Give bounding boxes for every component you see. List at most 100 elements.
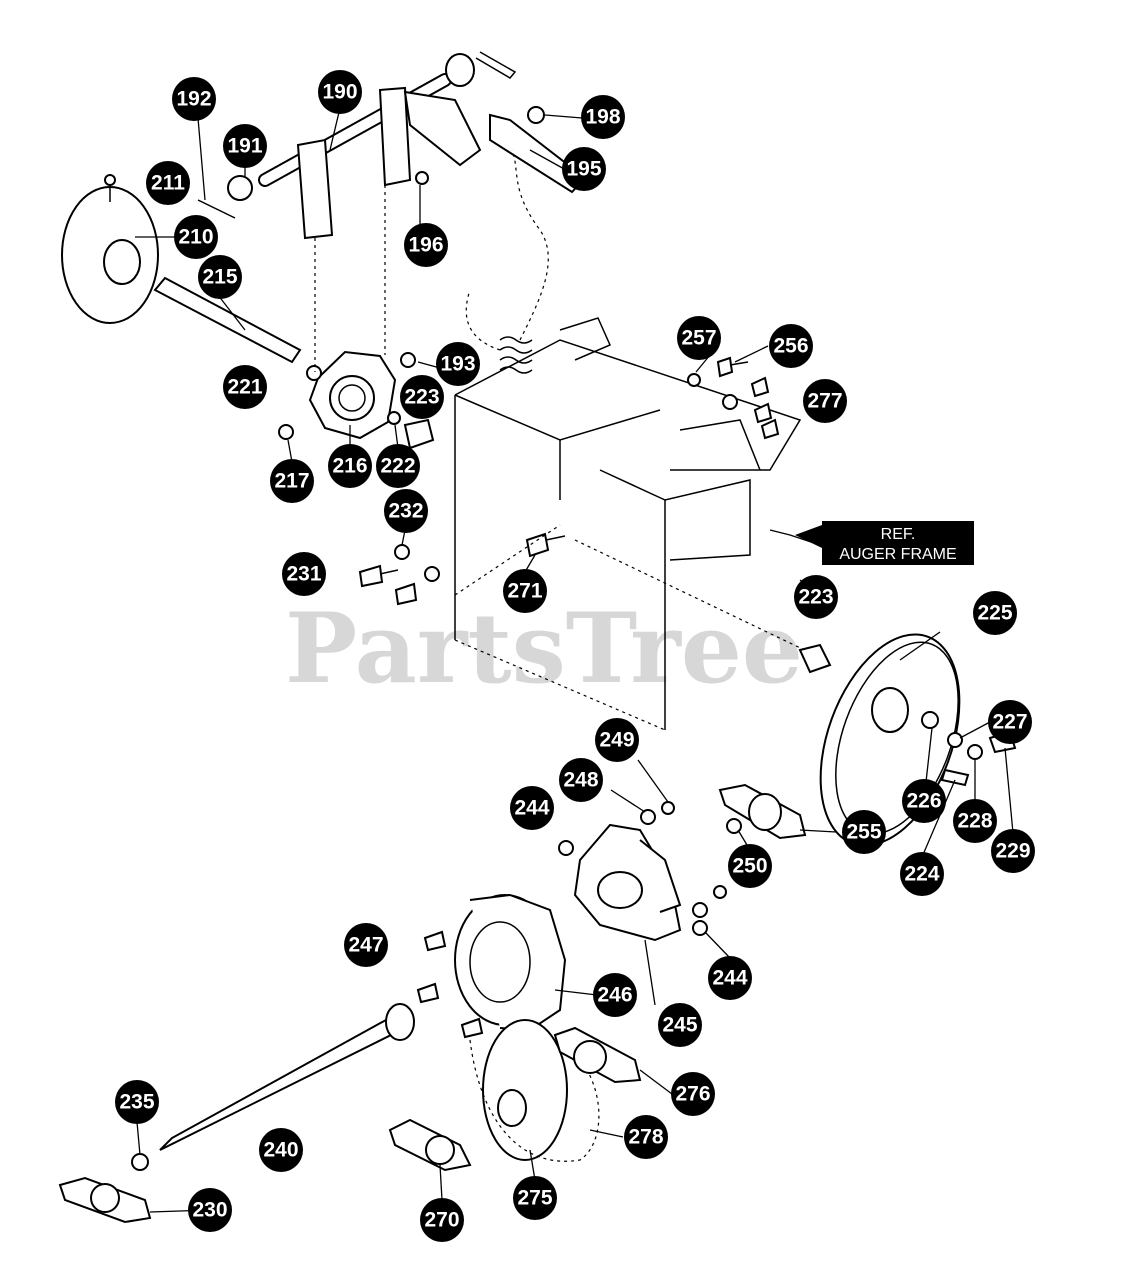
friction-disc-210 xyxy=(61,174,159,324)
svg-text:211: 211 xyxy=(151,172,185,195)
flange-276 xyxy=(553,1026,642,1084)
callout-227: 227 xyxy=(988,700,1032,744)
callout-196: 196 xyxy=(404,223,448,267)
svg-text:223: 223 xyxy=(798,586,833,609)
svg-text:240: 240 xyxy=(263,1139,298,1162)
svg-text:223: 223 xyxy=(404,386,439,409)
svg-text:248: 248 xyxy=(563,769,598,792)
svg-text:271: 271 xyxy=(507,580,542,603)
svg-text:196: 196 xyxy=(408,234,443,257)
callout-195: 195 xyxy=(562,147,606,191)
callout-248: 248 xyxy=(559,758,603,802)
callout-245: 245 xyxy=(658,1003,702,1047)
callout-278: 278 xyxy=(624,1115,668,1159)
svg-text:225: 225 xyxy=(977,602,1012,625)
svg-text:276: 276 xyxy=(675,1083,710,1106)
callout-271: 271 xyxy=(503,569,547,613)
bolts-247 xyxy=(416,930,484,1039)
svg-text:226: 226 xyxy=(906,790,941,813)
callout-223-lower: 223 xyxy=(794,575,838,619)
reference-label-line2: AUGER FRAME xyxy=(839,546,956,563)
callout-232: 232 xyxy=(384,489,428,533)
svg-text:221: 221 xyxy=(227,376,262,399)
svg-text:224: 224 xyxy=(904,863,939,886)
callout-210: 210 xyxy=(174,215,218,259)
callout-256: 256 xyxy=(769,324,813,368)
svg-text:195: 195 xyxy=(566,158,601,181)
svg-text:191: 191 xyxy=(227,135,262,158)
output-shaft-240 xyxy=(131,1003,415,1171)
callout-244-lower: 244 xyxy=(708,956,752,1000)
svg-text:270: 270 xyxy=(424,1209,459,1232)
svg-text:235: 235 xyxy=(119,1091,154,1114)
callout-228: 228 xyxy=(953,799,997,843)
callout-223-upper: 223 xyxy=(400,375,444,419)
callout-221: 221 xyxy=(223,365,267,409)
callout-249: 249 xyxy=(595,718,639,762)
callout-192: 192 xyxy=(172,77,216,121)
hex-shaft-215 xyxy=(153,276,302,364)
svg-text:255: 255 xyxy=(846,821,881,844)
svg-text:278: 278 xyxy=(628,1126,663,1149)
reference-label-line1: REF. xyxy=(881,526,916,543)
callouts: 190 191 192 193 195 196 198 210 211 215 … xyxy=(115,70,1035,1242)
auger-frame-reference xyxy=(454,317,802,731)
watermark-text: PartsTree xyxy=(285,592,803,705)
svg-text:244: 244 xyxy=(712,967,747,990)
svg-text:246: 246 xyxy=(597,984,632,1007)
callout-244-upper: 244 xyxy=(510,786,554,830)
callout-257: 257 xyxy=(677,316,721,360)
callout-275: 275 xyxy=(513,1176,557,1220)
svg-text:227: 227 xyxy=(992,711,1027,734)
callout-190: 190 xyxy=(318,70,362,114)
svg-text:217: 217 xyxy=(274,470,309,493)
flange-270 xyxy=(388,1118,472,1172)
svg-text:244: 244 xyxy=(514,797,549,820)
callout-215: 215 xyxy=(198,255,242,299)
callout-276: 276 xyxy=(671,1072,715,1116)
svg-text:215: 215 xyxy=(202,266,237,289)
callout-226: 226 xyxy=(902,779,946,823)
svg-text:190: 190 xyxy=(322,81,357,104)
svg-text:230: 230 xyxy=(192,1199,227,1222)
drive-drum-246 xyxy=(454,801,675,1032)
callout-250: 250 xyxy=(728,844,772,888)
callout-277: 277 xyxy=(803,379,847,423)
svg-text:198: 198 xyxy=(585,106,620,129)
pulley-225 xyxy=(798,633,1017,847)
flange-230 xyxy=(58,1176,152,1224)
svg-text:216: 216 xyxy=(332,455,367,478)
callout-240: 240 xyxy=(259,1128,303,1172)
bearing-flange-255 xyxy=(692,783,807,936)
drive-plate-245 xyxy=(573,823,682,942)
callout-222: 222 xyxy=(376,444,420,488)
callout-235: 235 xyxy=(115,1080,159,1124)
callout-217: 217 xyxy=(270,459,314,503)
svg-text:232: 232 xyxy=(388,500,423,523)
svg-text:228: 228 xyxy=(957,810,992,833)
svg-text:275: 275 xyxy=(517,1187,552,1210)
callout-246: 246 xyxy=(593,973,637,1017)
svg-text:193: 193 xyxy=(440,353,475,376)
callout-225: 225 xyxy=(973,591,1017,635)
callout-247: 247 xyxy=(344,923,388,967)
svg-text:245: 245 xyxy=(662,1014,697,1037)
callout-211: 211 xyxy=(146,161,190,205)
callout-193: 193 xyxy=(436,342,480,386)
sprocket-275 xyxy=(469,1019,600,1162)
svg-text:256: 256 xyxy=(773,335,808,358)
svg-text:250: 250 xyxy=(732,855,767,878)
svg-text:257: 257 xyxy=(681,327,716,350)
fasteners xyxy=(358,356,780,606)
callout-216: 216 xyxy=(328,444,372,488)
svg-text:210: 210 xyxy=(178,226,213,249)
callout-198: 198 xyxy=(581,95,625,139)
callout-224: 224 xyxy=(900,852,944,896)
reference-auger-frame-label: REF. AUGER FRAME xyxy=(795,521,974,565)
svg-text:229: 229 xyxy=(995,840,1030,863)
svg-text:222: 222 xyxy=(380,455,415,478)
svg-text:249: 249 xyxy=(599,729,634,752)
spring-193 xyxy=(465,149,549,374)
svg-text:247: 247 xyxy=(348,934,383,957)
